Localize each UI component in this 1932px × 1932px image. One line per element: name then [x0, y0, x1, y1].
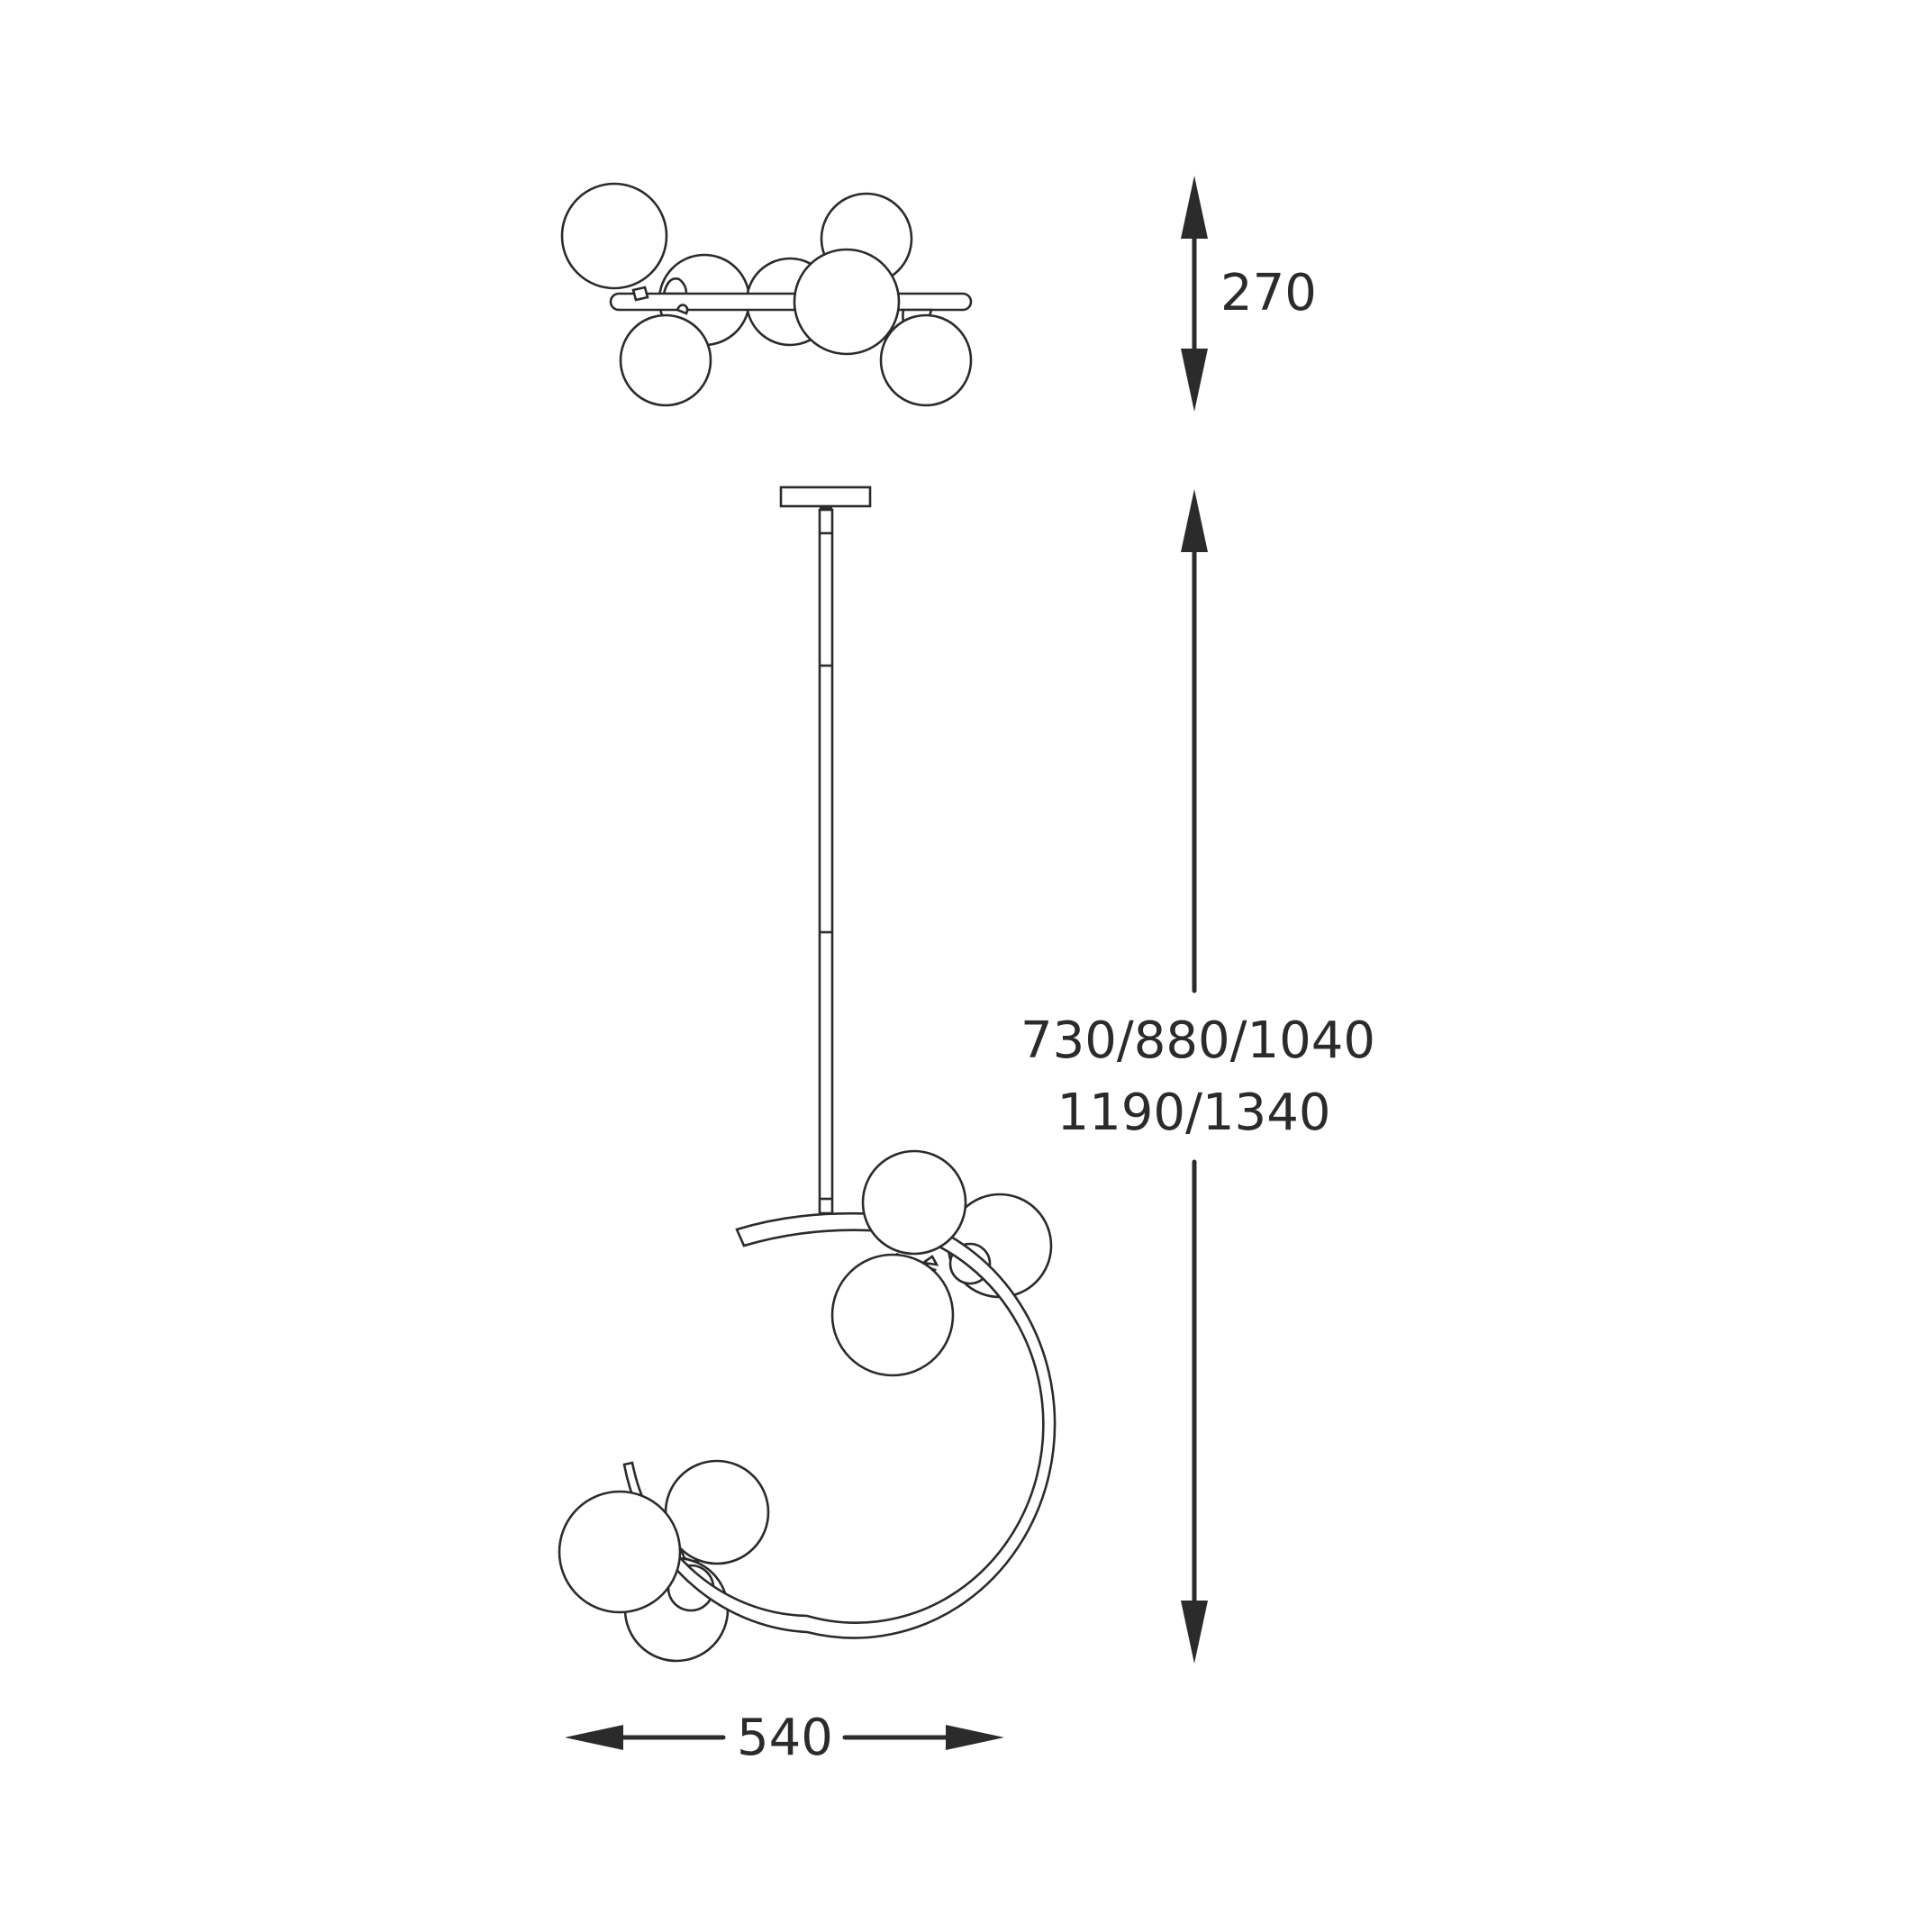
front-view	[558, 485, 1057, 1663]
globe-icon	[793, 248, 901, 356]
arrow-down-icon	[1181, 1601, 1208, 1664]
globe-icon	[879, 313, 973, 407]
socket-icon	[662, 277, 688, 295]
globe-icon	[560, 182, 668, 290]
height-dimension-arrow	[1181, 489, 1208, 1664]
ceiling-canopy	[779, 485, 872, 508]
arrow-up-icon	[1181, 489, 1208, 552]
globe-icon	[861, 1149, 967, 1256]
depth-label: 270	[1220, 264, 1317, 322]
arrow-down-icon	[1181, 349, 1208, 412]
globe-icon	[619, 313, 712, 407]
width-dimension-arrow	[565, 1725, 1004, 1750]
c-shaped-arm	[622, 1211, 1057, 1639]
width-label: 540	[737, 1709, 833, 1767]
socket-icon	[631, 286, 649, 302]
depth-dimension-arrow	[1181, 176, 1208, 412]
suspension-rod	[818, 508, 834, 1215]
globe-icon	[830, 1253, 955, 1377]
top-view	[560, 182, 973, 407]
arrow-right-icon	[946, 1725, 1004, 1750]
height-label-line2: 1190/1340	[1057, 1084, 1331, 1142]
socket-icon	[676, 304, 689, 315]
globe-icon	[558, 1490, 682, 1614]
horizontal-bar	[609, 292, 973, 312]
arrow-up-icon	[1181, 176, 1208, 239]
arrow-left-icon	[565, 1725, 623, 1750]
height-label-line1: 730/880/1040	[1020, 1011, 1376, 1070]
